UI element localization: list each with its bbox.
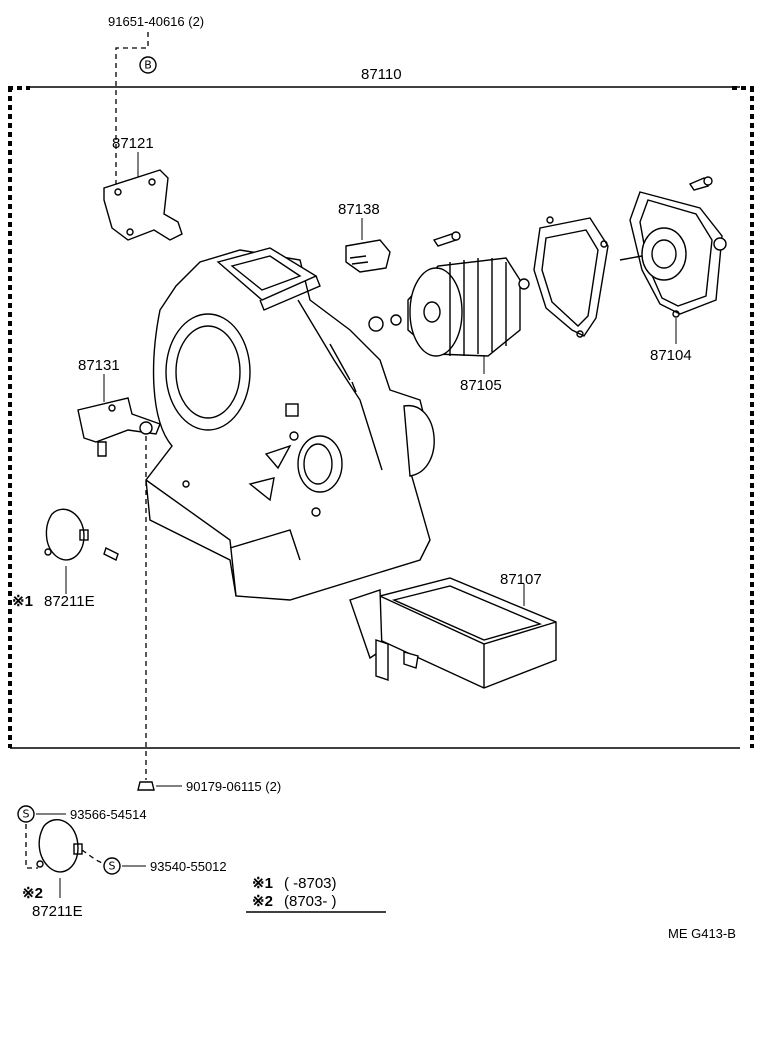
- screw-s2-letter: S: [109, 860, 116, 873]
- part-87121-label: 87121: [112, 135, 154, 152]
- part-87105-label: 87105: [460, 377, 502, 394]
- bolt-symbol-letter: B: [144, 59, 152, 72]
- part-87211e-1-label: 87211E: [44, 593, 95, 610]
- notes-legend: ※1 ( -8703) ※2 (8703- ): [246, 875, 386, 913]
- screw-s2-label: 93540-55012: [150, 859, 227, 874]
- part-87131-label: 87131: [78, 357, 120, 374]
- blower-fan-87105: [368, 257, 530, 357]
- cover-87211e-1-icon: [45, 508, 85, 561]
- legend-mark-2: ※2: [252, 893, 273, 910]
- drawing-code: ME G413-B: [668, 926, 736, 941]
- screw-s1-icon: [17, 805, 35, 823]
- nut-icon: [137, 781, 155, 791]
- heater-core-87107: [349, 577, 557, 689]
- screw-s1-letter: S: [23, 808, 30, 821]
- bolt-symbol-icon: [139, 56, 157, 74]
- bracket-87121-icon: [103, 169, 183, 241]
- note-mark-1-label: ※1: [12, 593, 33, 610]
- legend-mark-2-range: (8703- ): [284, 893, 337, 910]
- screw-s1-label: 93566-54514: [70, 807, 147, 822]
- part-87211e-2-label: 87211E: [32, 903, 83, 920]
- resistor-87138-icon: [345, 239, 391, 273]
- legend-mark-1: ※1: [252, 875, 273, 892]
- assembly-frame: [8, 86, 754, 749]
- legend-mark-1-range: ( -8703): [284, 875, 337, 892]
- top-screw-leader: [115, 32, 149, 188]
- blower-motor-87104: [619, 176, 727, 318]
- assembly-label: 87110: [361, 66, 402, 83]
- part-87104-label: 87104: [650, 347, 692, 364]
- gasket: [533, 216, 609, 338]
- cover-87211e-2-icon: [38, 819, 79, 873]
- blower-housing: [145, 247, 435, 601]
- screw-s2-icon: [103, 857, 121, 875]
- part-87107-label: 87107: [500, 571, 542, 588]
- bottom-nut-label: 90179-06115 (2): [186, 779, 281, 794]
- bracket-87131-icon: [77, 397, 161, 443]
- part-87138-label: 87138: [338, 201, 380, 218]
- top-screw-label: 91651-40616 (2): [108, 14, 204, 29]
- note-mark-2-cover-label: ※2: [22, 885, 43, 902]
